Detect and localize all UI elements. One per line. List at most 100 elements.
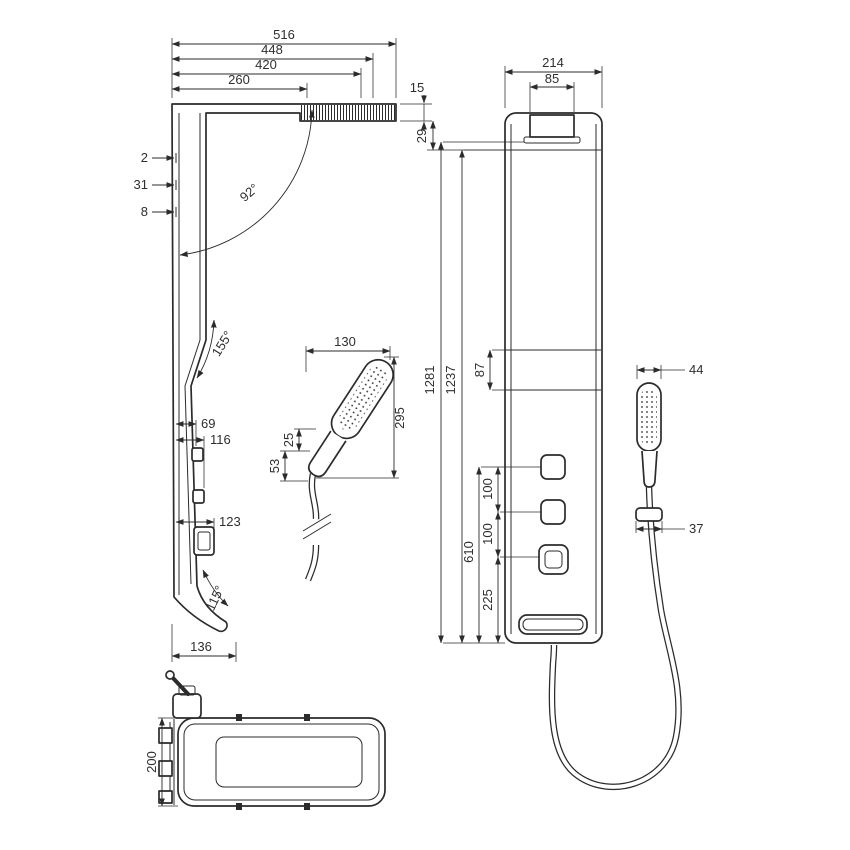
dim-448: 448 — [171, 42, 374, 98]
dim-214: 214 — [504, 55, 603, 108]
dim-25: 25 — [280, 428, 316, 452]
dim-123: 123 — [175, 514, 241, 529]
side-button-2 — [192, 489, 205, 504]
front-panel-edge-lines — [510, 124, 597, 634]
dim-100-upper-label: 100 — [480, 478, 495, 500]
front-shower-holder — [635, 507, 663, 522]
plan-panel-outline — [177, 717, 386, 807]
dim-130: 130 — [305, 334, 391, 372]
dim-15: 15 — [400, 80, 432, 130]
dim-610: 610 — [461, 466, 541, 644]
plan-edge-mark — [236, 803, 242, 810]
side-thermostat-handle-inner — [197, 531, 211, 551]
dim-25-label: 25 — [281, 433, 296, 447]
dim-200-label: 200 — [144, 751, 159, 773]
plan-mixer-lever-knob — [165, 670, 175, 680]
dim-295: 295 — [316, 356, 407, 479]
dim-100-lower-label: 100 — [480, 523, 495, 545]
dim-130-label: 130 — [334, 334, 356, 349]
dim-225: 225 — [480, 556, 501, 644]
front-hand-shower-sprayface — [641, 388, 657, 446]
dim-87-label: 87 — [472, 363, 487, 377]
dim-1237-label: 1237 — [443, 366, 458, 395]
dim-31: 31 — [134, 177, 175, 192]
plan-glass-cutout — [215, 736, 363, 788]
dim-136-label: 136 — [190, 639, 212, 654]
hand-shower-handle — [307, 430, 347, 478]
dim-225-label: 225 — [480, 589, 495, 611]
plan-clamp-3 — [158, 790, 173, 804]
hand-shower-sprayface — [338, 365, 388, 431]
side-button-1 — [191, 447, 204, 462]
dim-37-label: 37 — [689, 521, 703, 536]
front-shelf-tray — [518, 614, 588, 635]
front-shelf-tray-inner — [522, 618, 584, 631]
plan-mixer-lever — [170, 675, 190, 696]
dim-214-label: 214 — [542, 55, 564, 70]
dim-69-label: 69 — [201, 416, 215, 431]
dim-2-label: 2 — [141, 150, 148, 165]
front-button-1 — [540, 454, 566, 480]
dim-15-label: 15 — [410, 80, 424, 95]
dim-53: 53 — [267, 450, 308, 482]
side-view: 516 448 420 260 2 31 8 — [134, 27, 506, 662]
dim-420-label: 420 — [255, 57, 277, 72]
front-thermostat-handle — [538, 544, 569, 575]
dim-1281: 1281 — [422, 141, 524, 644]
dim-260: 260 — [171, 72, 308, 98]
side-thermostat-handle — [193, 526, 215, 556]
hose-break-symbol — [302, 513, 332, 540]
dim-295-label: 295 — [392, 407, 407, 429]
front-view: 214 85 1281 1237 87 610 — [422, 55, 703, 791]
front-panel-section-lines — [506, 149, 601, 391]
dim-31-label: 31 — [134, 177, 148, 192]
dim-516-label: 516 — [273, 27, 295, 42]
dim-448-label: 448 — [261, 42, 283, 57]
front-panel-body — [504, 112, 603, 644]
dim-200: 200 — [144, 717, 178, 807]
plan-edge-mark — [236, 714, 242, 721]
dim-8-label: 8 — [141, 204, 148, 219]
front-thermostat-handle-inner — [544, 550, 563, 569]
front-overhead-plate — [523, 136, 581, 144]
dim-87: 87 — [472, 349, 506, 391]
plan-panel-inner-outline — [183, 723, 380, 801]
dim-516: 516 — [171, 27, 397, 98]
dim-44-label: 44 — [689, 362, 703, 377]
dim-116-label: 116 — [210, 432, 231, 447]
dim-123-label: 123 — [219, 514, 241, 529]
plan-view: 200 — [144, 670, 386, 810]
dim-44: 44 — [636, 362, 703, 379]
plan-clamp-2 — [158, 760, 173, 777]
dim-37: 37 — [635, 521, 703, 536]
dim-100-upper: 100 — [480, 466, 541, 513]
dim-420: 420 — [171, 57, 362, 98]
front-button-2 — [540, 499, 566, 525]
plan-edge-mark — [304, 714, 310, 721]
plan-mixer-body — [172, 693, 202, 719]
dim-29: 29 — [414, 120, 506, 151]
side-panel-innerline-front — [184, 113, 201, 585]
dim-8: 8 — [141, 204, 175, 219]
front-hand-shower-handle — [641, 450, 658, 488]
dim-85-label: 85 — [545, 71, 559, 86]
dim-100-lower: 100 — [480, 511, 539, 558]
dim-53-label: 53 — [267, 459, 282, 473]
dim-2: 2 — [141, 150, 175, 165]
dim-260-label: 260 — [228, 72, 250, 87]
dim-136: 136 — [171, 624, 237, 662]
dim-85: 85 — [529, 71, 575, 112]
dim-1281-label: 1281 — [422, 366, 437, 395]
plan-clamp-1 — [158, 727, 173, 744]
dim-1237: 1237 — [443, 149, 506, 644]
angle-115-label: 115° — [203, 583, 228, 613]
angle-115: 115° — [202, 569, 229, 613]
dim-29-label: 29 — [414, 129, 429, 143]
hand-shower-view: 130 295 25 53 — [267, 334, 407, 582]
angle-92-label: 92° — [237, 180, 262, 204]
dim-116: 116 — [175, 432, 231, 488]
side-sprayface-hatch — [301, 105, 395, 120]
dim-610-label: 610 — [461, 541, 476, 563]
